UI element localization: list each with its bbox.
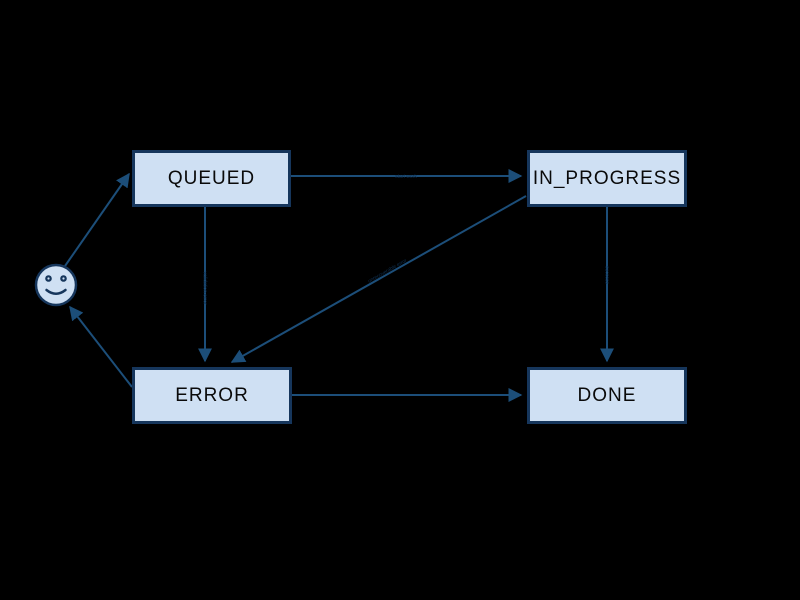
node-in-progress: IN_PROGRESS <box>527 150 687 207</box>
node-queued-label: QUEUED <box>167 167 256 189</box>
smiley-face <box>34 263 78 307</box>
start-state-smiley-icon <box>34 263 78 307</box>
edge-start-to-queued <box>64 172 130 267</box>
node-error: ERROR <box>132 367 292 424</box>
edge-in-progress-to-error <box>230 195 527 363</box>
edge-label-in-progress-to-error: unrecoverable error <box>367 258 408 285</box>
node-queued: QUEUED <box>132 150 291 207</box>
edge-label-queued-to-error: validation error <box>202 271 208 304</box>
smiley-left-eye <box>45 275 52 282</box>
edge-error-to-start <box>69 305 133 388</box>
node-error-label: ERROR <box>175 384 249 406</box>
node-done: DONE <box>527 367 687 424</box>
smiley-mouth <box>45 288 67 295</box>
node-in-progress-label: IN_PROGRESS <box>532 167 682 189</box>
node-done-label: DONE <box>577 384 637 406</box>
smiley-right-eye <box>60 275 67 282</box>
edge-label-in-progress-to-done: success <box>604 266 610 285</box>
edge-label-queued-to-in-progress: start work <box>395 174 417 180</box>
